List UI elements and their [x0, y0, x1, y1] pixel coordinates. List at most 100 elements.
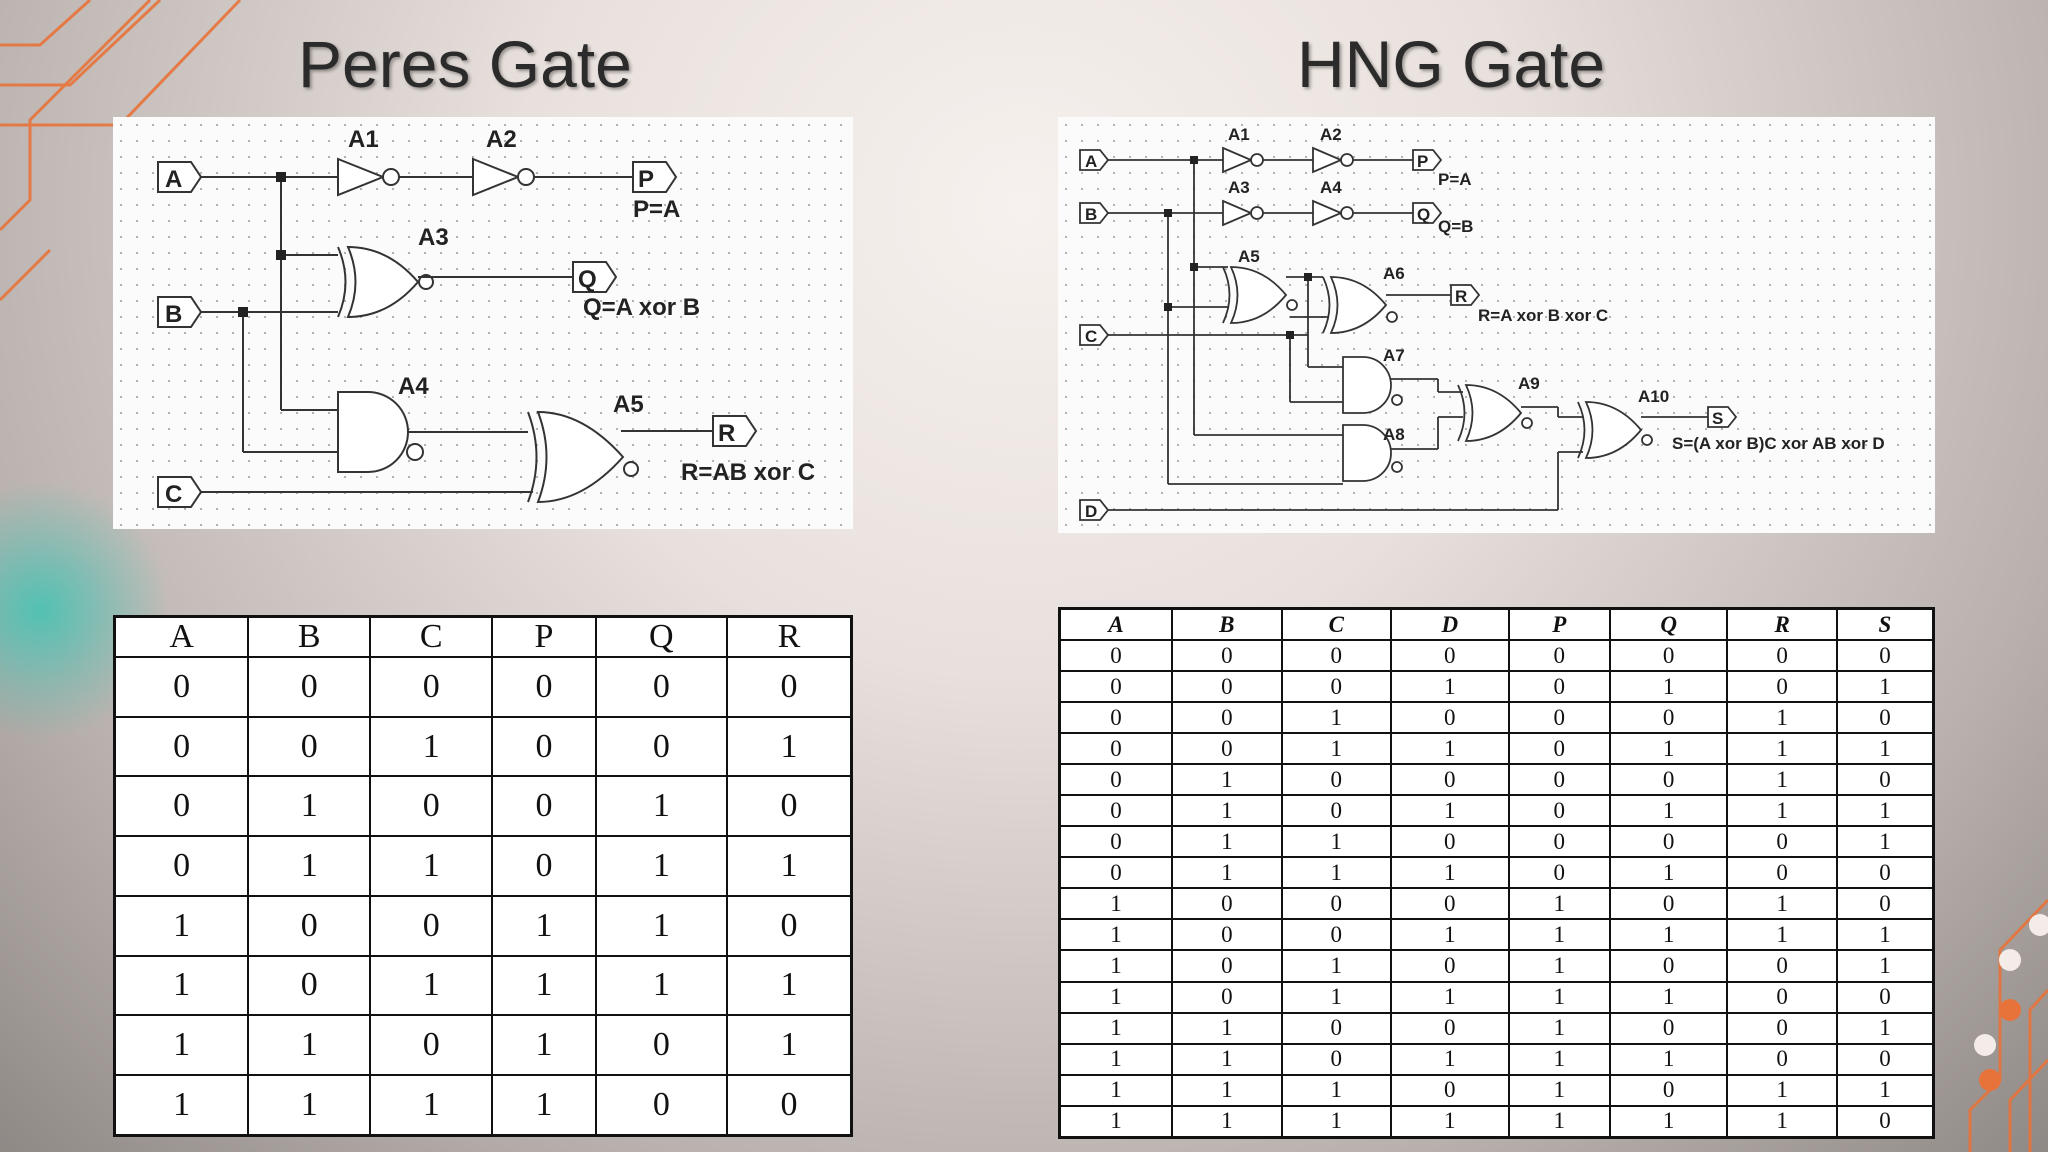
table-cell: 0	[1835, 856, 1935, 890]
table-cell: 0	[1171, 980, 1283, 1014]
table-cell: 0	[1171, 949, 1283, 983]
table-cell: 0	[1390, 1073, 1510, 1107]
table-cell: 1	[1608, 732, 1729, 766]
table-cell: 0	[247, 715, 372, 778]
table-cell: 0	[1507, 794, 1611, 828]
table-cell: 1	[247, 1074, 372, 1137]
table-cell: 1	[1058, 980, 1174, 1014]
table-cell: 1	[1280, 1104, 1393, 1139]
table-cell: 0	[725, 775, 853, 838]
table-cell: 0	[247, 954, 372, 1017]
column-header: R	[1726, 607, 1838, 641]
table-cell: 1	[1726, 732, 1838, 766]
table-cell: 1	[1726, 763, 1838, 797]
table-cell: 0	[247, 656, 372, 718]
table-cell: 1	[113, 954, 250, 1017]
table-cell: 1	[1835, 825, 1935, 859]
table-cell: 0	[1390, 1011, 1510, 1045]
table-cell: 1	[1280, 1073, 1393, 1107]
table-cell: 0	[1390, 638, 1510, 673]
table-cell: 0	[594, 656, 728, 718]
table-cell: 0	[1726, 1042, 1838, 1076]
table-cell: 1	[1390, 1042, 1510, 1076]
column-header: D	[1390, 607, 1510, 641]
table-cell: 0	[1608, 1073, 1729, 1107]
table-cell: 1	[1171, 794, 1283, 828]
table-cell: 1	[1171, 1104, 1283, 1139]
table-cell: 0	[113, 775, 250, 838]
peres-gate-label-a3: A3	[418, 224, 449, 251]
table-cell: 0	[1608, 825, 1729, 859]
hng-gate-label-a3: A3	[1228, 178, 1250, 197]
column-header: R	[725, 615, 853, 658]
table-cell: 0	[1171, 918, 1283, 952]
table-cell: 1	[594, 775, 728, 838]
circuit-decoration-bottom-right	[1968, 898, 2048, 1152]
peres-input-a: A	[165, 166, 182, 193]
table-cell: 1	[1726, 1073, 1838, 1107]
table-cell: 0	[1171, 887, 1283, 921]
table-cell: 0	[1058, 701, 1174, 735]
table-cell: 1	[1835, 732, 1935, 766]
peres-gate-label-a4: A4	[398, 373, 429, 400]
table-cell: 0	[1835, 638, 1935, 673]
table-cell: 0	[1280, 763, 1393, 797]
table-cell: 0	[1058, 638, 1174, 673]
table-cell: 0	[1608, 1011, 1729, 1045]
table-cell: 1	[594, 894, 728, 957]
table-cell: 1	[725, 954, 853, 1017]
peres-input-c: C	[165, 481, 182, 508]
peres-gate-title: Peres Gate	[298, 27, 632, 101]
peres-gate-label-a5: A5	[613, 391, 644, 418]
table-cell: 0	[1507, 825, 1611, 859]
table-cell: 1	[113, 894, 250, 957]
table-cell: 0	[594, 1074, 728, 1137]
table-cell: 1	[1390, 794, 1510, 828]
table-cell: 1	[725, 715, 853, 778]
table-cell: 1	[1608, 670, 1729, 704]
table-cell: 0	[1280, 1011, 1393, 1045]
table-cell: 1	[1390, 732, 1510, 766]
table-cell: 0	[1726, 980, 1838, 1014]
table-cell: 1	[1726, 701, 1838, 735]
table-cell: 1	[1390, 918, 1510, 952]
table-cell: 1	[1507, 887, 1611, 921]
table-cell: 1	[491, 1074, 597, 1137]
table-cell: 1	[247, 1014, 372, 1077]
table-cell: 1	[247, 835, 372, 897]
table-cell: 0	[491, 835, 597, 897]
table-cell: 1	[594, 954, 728, 1017]
table-cell: 1	[1507, 1104, 1611, 1139]
hng-output-q: Q	[1417, 205, 1430, 224]
table-cell: 0	[1171, 732, 1283, 766]
table-cell: 1	[1390, 980, 1510, 1014]
table-cell: 0	[1835, 701, 1935, 735]
table-cell: 1	[1280, 825, 1393, 859]
table-cell: 0	[725, 894, 853, 957]
table-cell: 0	[1058, 794, 1174, 828]
peres-eq-p: P=A	[633, 196, 680, 223]
table-cell: 0	[1726, 825, 1838, 859]
table-cell: 1	[1507, 949, 1611, 983]
peres-output-q: Q	[578, 266, 597, 293]
table-cell: 0	[369, 1014, 494, 1077]
column-header: A	[113, 615, 250, 658]
table-cell: 1	[247, 775, 372, 838]
table-cell: 0	[491, 775, 597, 838]
table-cell: 0	[113, 715, 250, 778]
table-cell: 1	[1171, 763, 1283, 797]
peres-gate-label-a2: A2	[486, 126, 517, 153]
